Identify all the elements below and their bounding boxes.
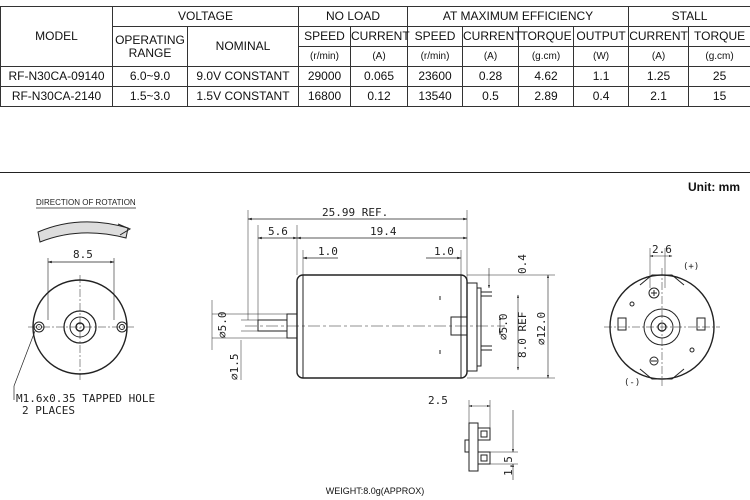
weight-label: WEIGHT:8.0g(APPROX): [325, 486, 425, 496]
cell-nl-current: 0.065: [349, 66, 409, 87]
dim-overall: 25.99 REF.: [322, 206, 388, 219]
cell-me-torque: 2.89: [518, 86, 575, 107]
header-me-torque: TORQUE: [518, 26, 575, 47]
dim-boss-right: ⌀5.0: [497, 314, 510, 341]
header-stall: STALL: [628, 6, 750, 27]
cell-range: 1.5~3.0: [112, 86, 188, 107]
dim-shaft: 5.6: [268, 225, 288, 238]
unit-label: Unit: mm: [688, 180, 740, 194]
direction-label: DIRECTION OF ROTATION: [36, 198, 136, 207]
section-divider: [0, 172, 750, 173]
cell-model: RF-N30CA-2140: [0, 86, 113, 107]
dim-right-flange: 1.0: [434, 245, 454, 258]
cell-me-current: 0.28: [462, 66, 520, 87]
dim-rear-width: 2.6: [652, 243, 672, 256]
table-row: RF-N30CA-2140 1.5~3.0 1.5V CONSTANT 1680…: [0, 86, 750, 107]
header-me-output: OUTPUT: [573, 26, 630, 47]
header-nl-current: CURRENT: [349, 26, 410, 47]
side-view: [211, 210, 555, 380]
dim-body: 19.4: [370, 225, 397, 238]
header-st-torque: TORQUE: [688, 26, 750, 47]
cell-st-torque: 15: [688, 86, 750, 107]
spec-table: MODEL VOLTAGE NO LOAD AT MAXIMUM EFFICIE…: [0, 6, 750, 107]
header-model: MODEL: [0, 6, 113, 67]
cell-st-torque: 25: [688, 66, 750, 87]
cell-range: 6.0~9.0: [112, 66, 188, 87]
dim-terminal-width: 2.5: [428, 394, 448, 407]
header-me-current: CURRENT: [462, 26, 522, 47]
header-st-current: CURRENT: [628, 26, 690, 47]
header-me-speed: SPEED: [407, 26, 464, 47]
header-voltage: VOLTAGE: [112, 6, 299, 27]
tapped-hole-label: M1.6x0.35 TAPPED HOLE: [16, 392, 155, 405]
polarity-plus: (+): [683, 262, 699, 272]
dim-front-width: 8.5: [73, 248, 93, 261]
dim-top: 0.4: [516, 254, 529, 274]
cell-me-output: 0.4: [573, 86, 630, 107]
polarity-minus: (-): [624, 378, 640, 388]
front-view: [13, 207, 136, 400]
rear-view: [604, 248, 720, 386]
cell-st-current: 2.1: [628, 86, 690, 107]
dim-boss-dia: ⌀5.0: [216, 312, 229, 339]
cell-nl-current: 0.12: [349, 86, 409, 107]
dim-ref: 8.0 REF: [516, 312, 529, 358]
dim-shaft-dia: ⌀1.5: [228, 354, 241, 381]
cell-nominal: 1.5V CONSTANT: [187, 86, 299, 107]
dim-terminal-height: 1.5: [502, 456, 515, 476]
dim-body-dia: ⌀12.0: [535, 312, 548, 345]
places-label: 2 PLACES: [22, 404, 75, 417]
header-nominal: NOMINAL: [187, 26, 299, 67]
header-operating-range: OPERATING RANGE: [112, 26, 188, 67]
dim-left-flange: 1.0: [318, 245, 338, 258]
cell-me-torque: 4.62: [518, 66, 575, 87]
terminal-detail: [464, 400, 518, 480]
